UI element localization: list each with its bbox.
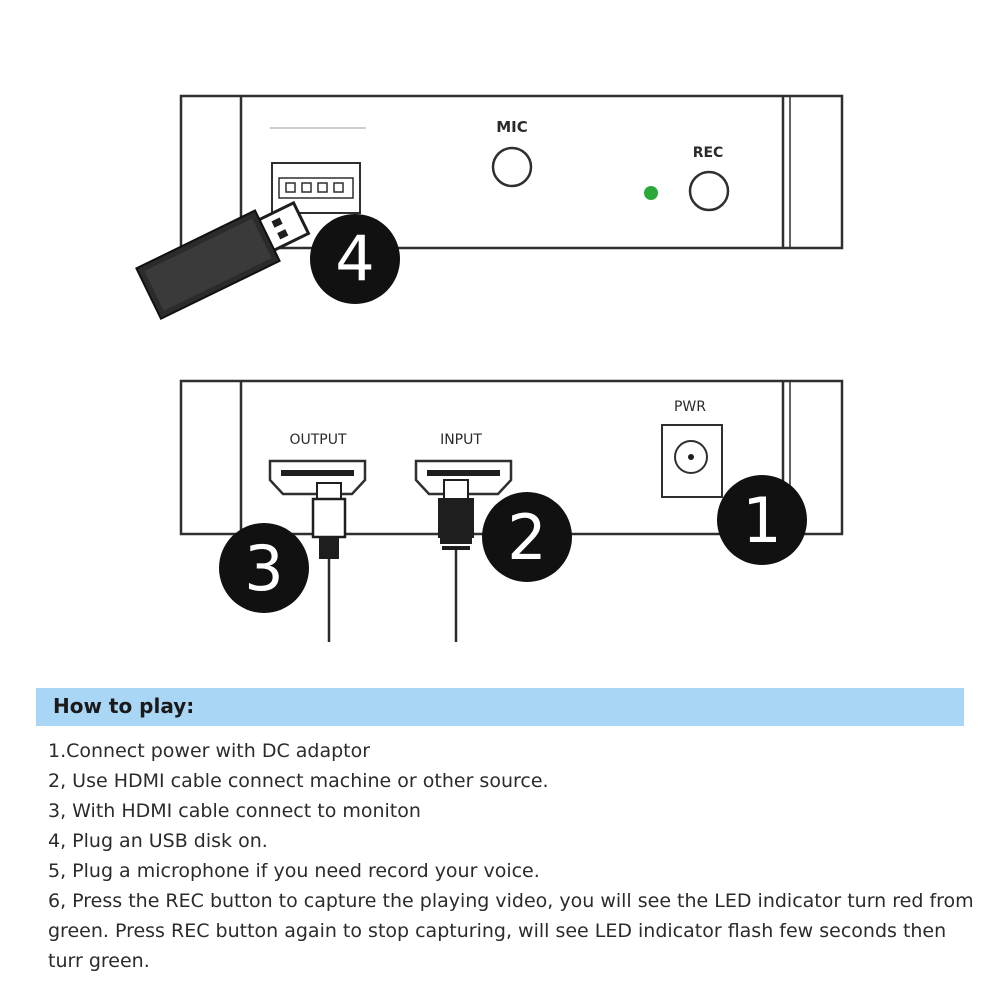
instruction-steps: 1.Connect power with DC adaptor 2, Use H… — [48, 736, 978, 976]
step-item: 2, Use HDMI cable connect machine or oth… — [48, 770, 549, 792]
mic-label: MIC — [496, 118, 528, 136]
back-panel: OUTPUT INPUT PWR 1 — [179, 379, 844, 642]
hdmi-output-slot — [281, 470, 354, 476]
dc-power-jack-pin — [688, 454, 694, 460]
callout-1: 1 — [717, 475, 807, 565]
usb-stick-icon — [135, 200, 311, 321]
callout-2: 2 — [482, 492, 572, 582]
callout-3: 3 — [219, 523, 309, 613]
hdmi-input-slot — [427, 470, 500, 476]
rec-label: REC — [693, 145, 724, 161]
step-item: 1.Connect power with DC adaptor — [48, 740, 371, 762]
mic-jack[interactable] — [491, 146, 533, 188]
callout-1-number: 1 — [742, 484, 781, 557]
step-item: 6, Press the REC button to capture the p… — [48, 890, 974, 972]
connection-diagram: MIC REC 4 OUTPUT INPUT PWR — [135, 94, 844, 642]
step-item: 3, With HDMI cable connect to moniton — [48, 800, 421, 822]
callout-3-number: 3 — [244, 532, 283, 605]
hdmi-input-port[interactable] — [414, 459, 513, 496]
instructions-title: How to play: — [53, 694, 195, 718]
callout-2-number: 2 — [507, 501, 546, 574]
input-label: INPUT — [440, 432, 482, 448]
led-indicator — [644, 186, 658, 200]
instructions-banner: How to play: — [36, 688, 964, 726]
front-panel: MIC REC 4 — [135, 94, 844, 321]
rec-button[interactable] — [688, 170, 730, 212]
hdmi-cable-output-icon — [311, 482, 347, 642]
pwr-label: PWR — [674, 399, 706, 415]
step-item: 4, Plug an USB disk on. — [48, 830, 268, 852]
hdmi-cable-input-icon — [438, 479, 474, 642]
step-item: 5, Plug a microphone if you need record … — [48, 860, 540, 882]
output-label: OUTPUT — [289, 432, 347, 448]
callout-4-number: 4 — [335, 222, 374, 295]
callout-4: 4 — [310, 214, 400, 304]
